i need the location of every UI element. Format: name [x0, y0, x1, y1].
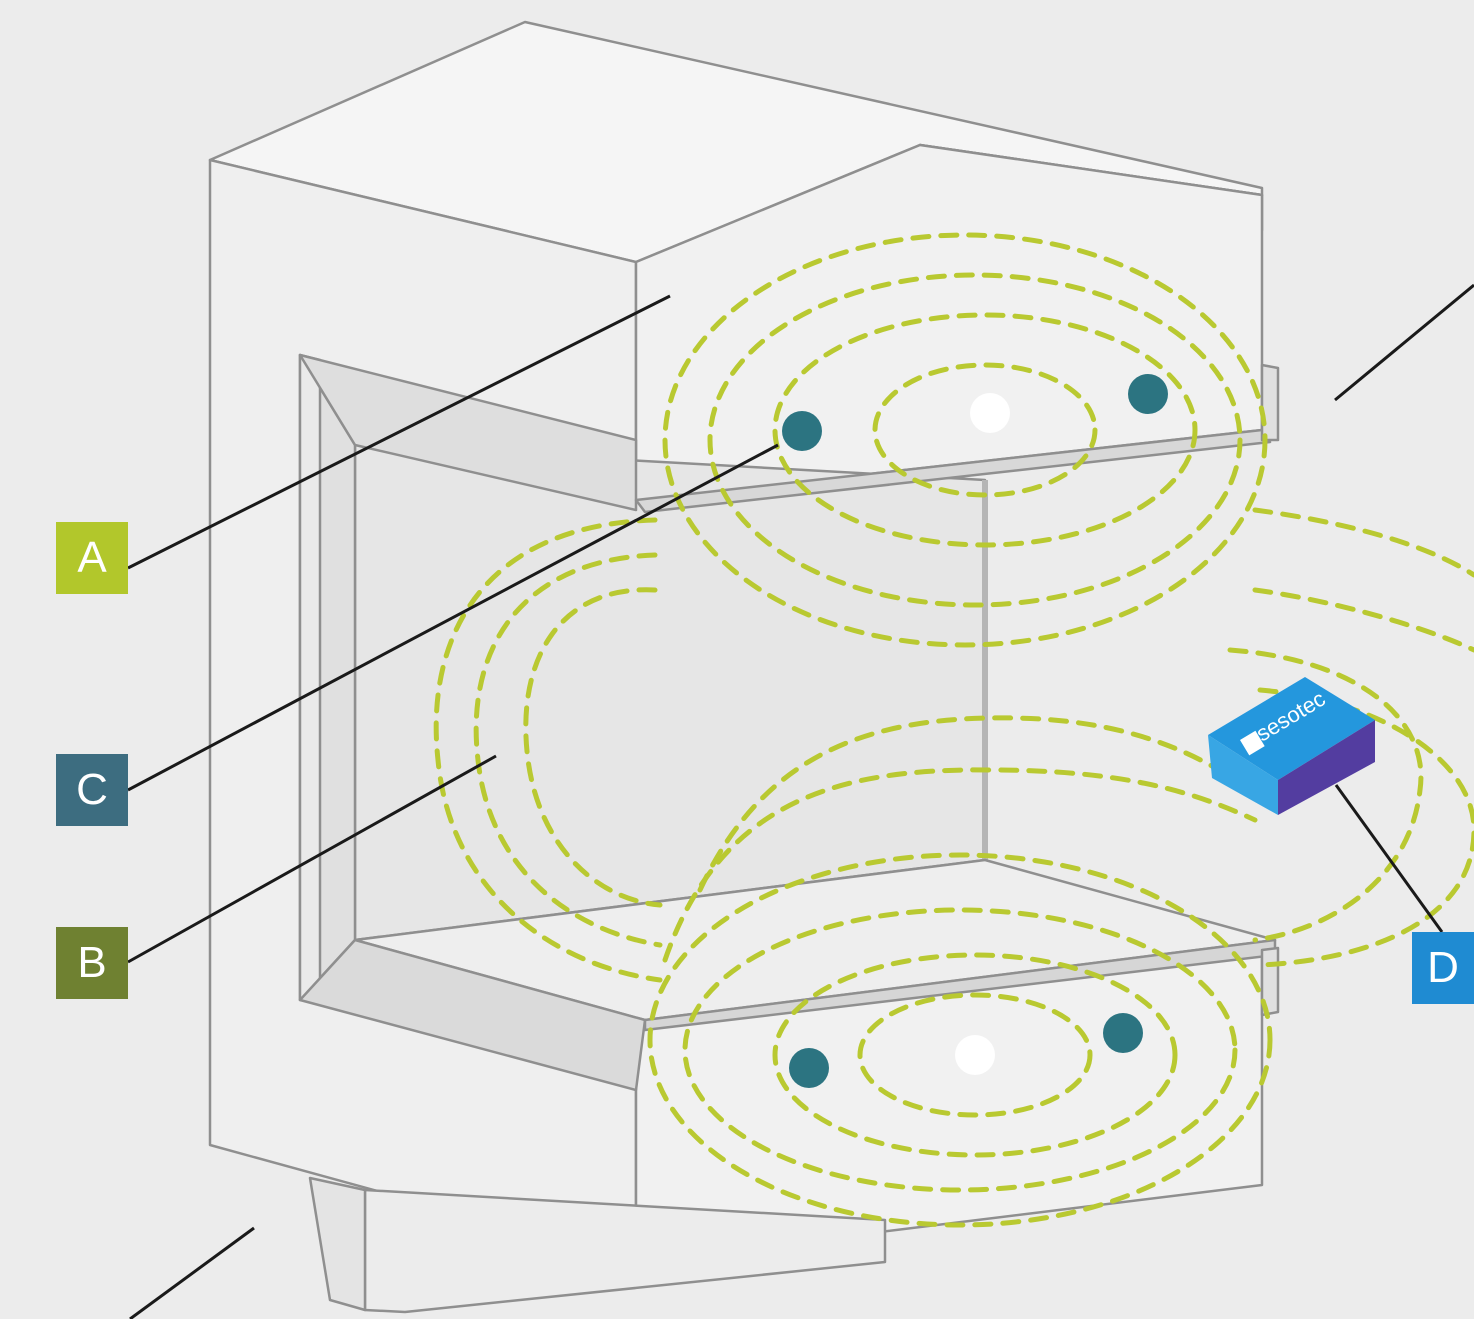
field-center-1: [697, 715, 1253, 893]
coil-dot-upper-right: [1128, 374, 1168, 414]
leader-line-top-right: [1334, 283, 1474, 402]
coil-dot-lower-right: [1103, 1013, 1143, 1053]
field-ring-lower-2: [772, 952, 1178, 1158]
coil-markers: [782, 374, 1168, 1088]
field-lobe-right-1: [1252, 507, 1474, 578]
coil-center-upper: [970, 393, 1010, 433]
label-b: B: [56, 927, 128, 999]
label-d: D: [1412, 932, 1474, 1004]
housing-base-foot: [308, 1176, 367, 1312]
leader-line-b: [127, 754, 497, 964]
leader-line-bottom-left: [129, 1226, 255, 1319]
field-lobe-right-2: [1252, 587, 1474, 653]
field-ring-upper-2: [772, 312, 1198, 548]
sensor-module: sesotec: [1208, 677, 1375, 815]
leader-line-a: [127, 294, 671, 570]
aperture-upper-lip: [634, 428, 1272, 514]
aperture-back-wall: [353, 443, 987, 942]
field-lobe-left-2: [473, 552, 663, 948]
field-lobe-right-3: [1227, 647, 1424, 943]
coil-dot-lower-left: [789, 1048, 829, 1088]
field-center-2: [662, 767, 1258, 963]
field-ring-upper-3: [707, 272, 1243, 608]
sensor-front-face: [1208, 735, 1278, 815]
field-ring-lower-3: [682, 907, 1238, 1193]
sensor-logo-mark: [1240, 730, 1265, 756]
field-lobe-left-1: [523, 587, 663, 908]
field-ring-lower-1: [857, 992, 1093, 1118]
aperture-left-frame-outer: [298, 353, 322, 1002]
leader-lines: [127, 283, 1474, 1319]
housing-right-tab-upper: [1260, 363, 1280, 442]
field-ring-upper-4: [662, 232, 1268, 648]
coil-dot-upper-left: [782, 411, 822, 451]
field-lobe-left-3: [433, 517, 663, 983]
aperture-bottom-frame: [298, 938, 647, 1092]
label-a: A: [56, 522, 128, 594]
leader-line-d: [1334, 784, 1444, 933]
leader-line-c: [127, 443, 779, 792]
aperture-ceiling: [298, 353, 638, 512]
field-ring-lower-4: [647, 852, 1273, 1228]
field-ring-upper-1: [872, 362, 1098, 498]
sensor-side-face: [1278, 720, 1375, 815]
magnetic-field-lines: [433, 232, 1474, 1228]
label-c: C: [56, 754, 128, 826]
field-lobe-right-4: [1257, 687, 1474, 968]
coil-center-lower: [955, 1035, 995, 1075]
